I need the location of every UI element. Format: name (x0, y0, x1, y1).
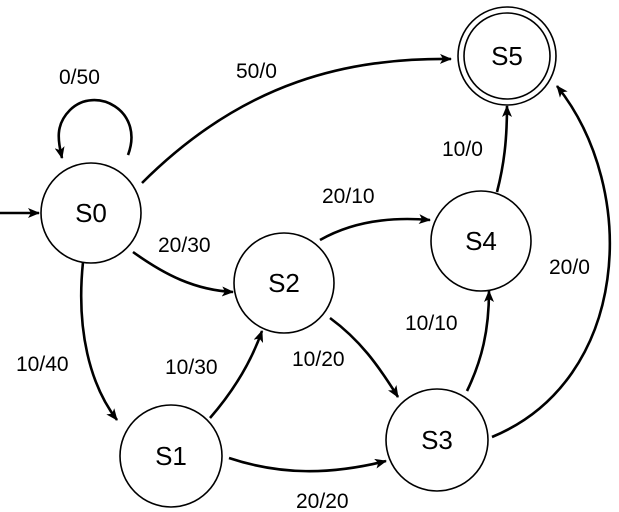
edge-label-s0-s2: 20/30 (158, 234, 211, 257)
edge-label-s0-s1: 10/40 (16, 353, 69, 376)
transitions (0, 53, 612, 473)
edge-s2-s3 (329, 316, 400, 398)
edge-s0-s1 (79, 261, 119, 421)
state-s4: S4 (430, 190, 532, 292)
state-s5: S5 (457, 6, 557, 106)
edge-label-s2-s4: 20/10 (322, 185, 375, 208)
edge-label-s1-s3: 20/20 (296, 490, 349, 512)
edge-label-s1-s2: 10/30 (165, 356, 218, 379)
state-label-s2: S2 (268, 268, 300, 298)
edge-s3-s4 (465, 290, 494, 392)
edge-s0-s2 (132, 250, 234, 297)
edge-s0-s0 (54, 98, 133, 159)
state-s2: S2 (233, 232, 335, 334)
state-label-s5: S5 (491, 41, 523, 71)
edge-label-s3-s4: 10/10 (405, 312, 458, 335)
state-label-s0: S0 (75, 198, 107, 228)
state-s1: S1 (119, 404, 223, 508)
state-label-s1: S1 (155, 441, 187, 471)
transition-labels: 0/50 50/0 20/30 10/40 10/30 20/20 20/10 … (16, 60, 590, 512)
edge-s2-s4 (319, 214, 431, 242)
state-s3: S3 (385, 388, 489, 492)
edge-s0-s5 (141, 53, 452, 184)
state-s0: S0 (40, 162, 142, 264)
state-label-s4: S4 (465, 226, 497, 256)
edge-label-s2-s3: 10/20 (292, 348, 345, 371)
edge-s4-s5 (495, 105, 512, 193)
edge-label-s4-s5: 10/0 (442, 138, 483, 161)
edge-s1-s3 (228, 456, 387, 473)
edge-s3-s5 (491, 85, 612, 439)
edge-s1-s2 (209, 330, 264, 419)
edge-label-s0-s0: 0/50 (59, 66, 100, 89)
state-label-s3: S3 (421, 425, 453, 455)
edge-label-s0-s5: 50/0 (236, 60, 277, 83)
edge-label-s3-s5: 20/0 (549, 256, 590, 279)
